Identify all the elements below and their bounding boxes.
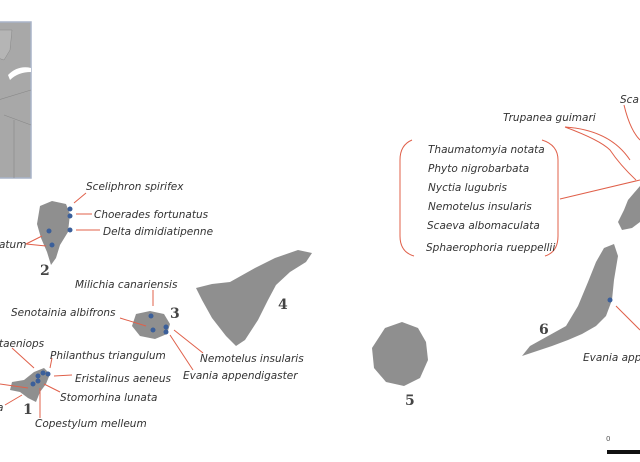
label: Milichia canariensis [75,279,178,291]
bracket-list-item: Nyctia lugubris [428,182,507,194]
label: Evania appendigaster [183,370,298,382]
bracket-list-item: Nemotelus insularis [428,201,532,213]
bracket-list-item: Phyto nigrobarbata [428,163,529,175]
label: Sceliphron spirifex [86,181,184,193]
label: atum [0,239,26,251]
label: Sca [620,94,639,106]
island-number-4: 4 [278,297,288,313]
label: Senotainia albifrons [11,307,116,319]
island-number-2: 2 [40,263,50,279]
scale-start-label: 0 [606,435,610,443]
bracket-list-item: Sphaerophoria rueppellii [426,242,555,254]
inset-map [0,21,32,179]
pointer-arrows [0,104,640,418]
label: Stomorhina lunata [60,392,157,404]
island-lanzarote [618,186,640,230]
label: Eristalinus aeneus [75,373,172,385]
island-tenerife [196,250,312,346]
label: a [0,402,3,414]
species-labels: Sceliphron spirifex Choerades fortunatus… [0,94,640,430]
island-la-gomera [132,311,170,339]
island-la-palma [37,201,70,265]
label: Evania app [583,352,640,364]
island-number-6: 6 [539,322,549,338]
island-number-3: 3 [170,306,180,322]
label: Choerades fortunatus [94,209,209,221]
label: Philanthus triangulum [50,350,166,362]
label: Nemotelus insularis [200,353,304,365]
island-number-5: 5 [405,393,415,409]
label: Trupanea guimari [503,112,596,124]
bracket-list-item: Scaeva albomaculata [427,220,540,232]
label: Copestylum melleum [35,418,147,430]
scale-bar: 0 [606,435,640,454]
island-fuerteventura [522,244,618,356]
island-gran-canaria [372,322,428,386]
bracket-list-item: Thaumatomyia notata [428,144,545,156]
label: taeniops [0,338,45,350]
sample-dots [30,206,613,387]
island-number-1: 1 [23,402,33,418]
label: Delta dimidiatipenne [103,226,213,238]
